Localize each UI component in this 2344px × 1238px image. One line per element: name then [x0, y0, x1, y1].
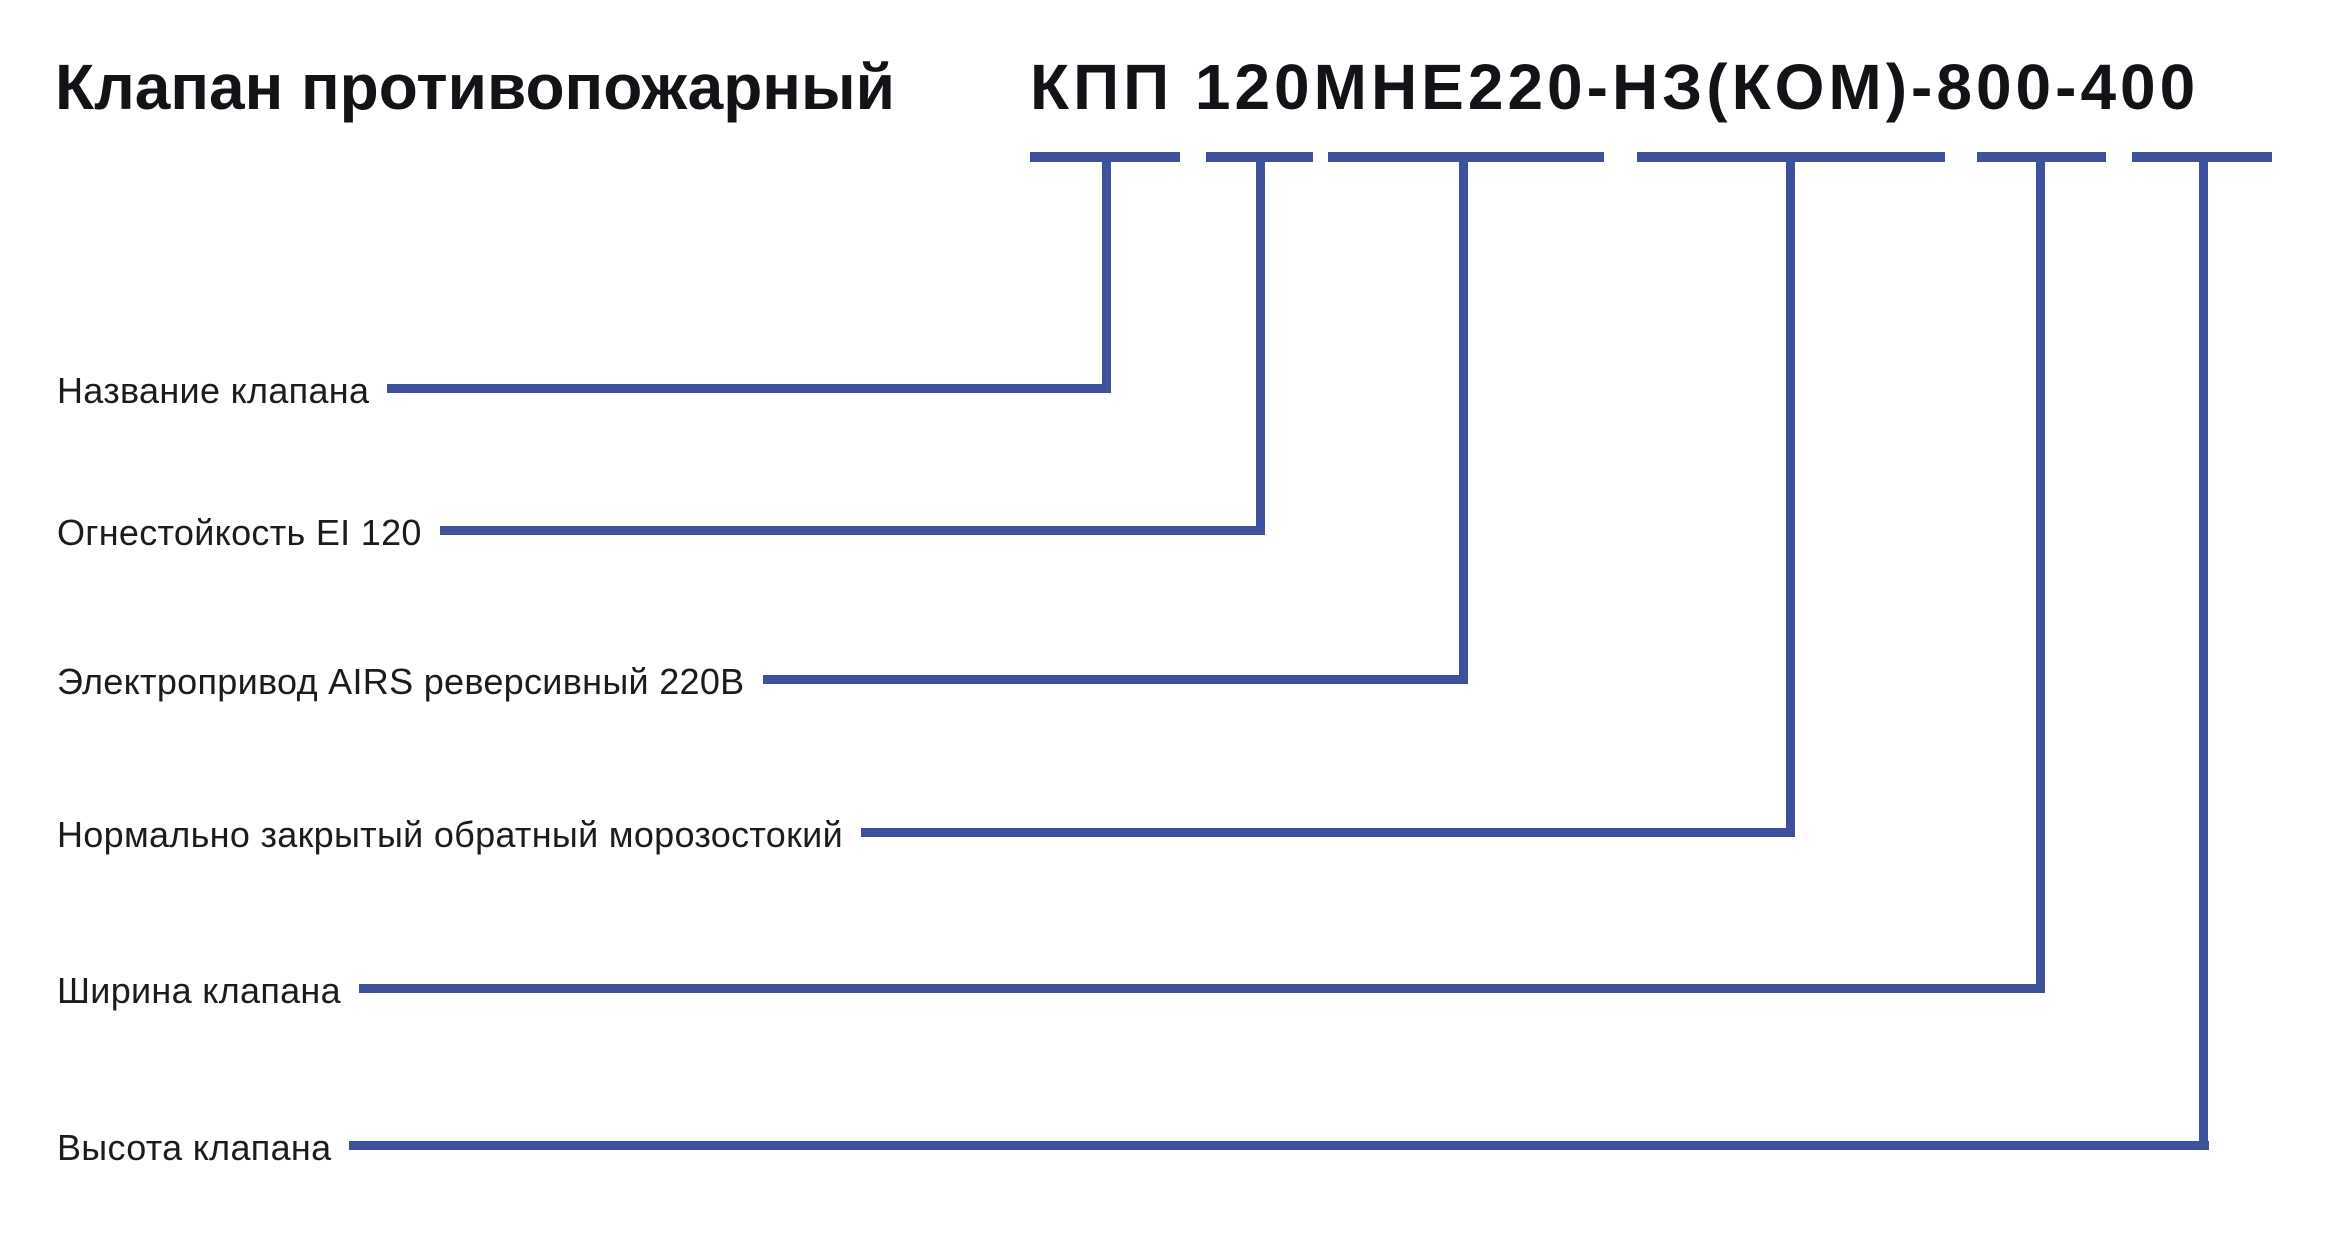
- product-name: Клапан противопожарный: [55, 51, 895, 123]
- leader-line: [762, 674, 1468, 684]
- bracket-bar-nz-kom: [1637, 152, 1945, 162]
- legend-label: Нормально закрытый обратный морозостокий: [57, 814, 843, 855]
- connector-vertical-nz-kom: [1786, 161, 1795, 837]
- connector-vertical-800: [2036, 161, 2045, 993]
- connector-vertical-kpp: [1102, 161, 1111, 393]
- legend-row-valve-height: Высота клапана: [57, 1119, 2209, 1171]
- leader-line: [349, 1140, 2209, 1150]
- legend-label: Огнестойкость EI 120: [57, 512, 422, 553]
- bracket-bar-kpp: [1030, 152, 1180, 162]
- page-title: Клапан противопожарный КПП 120МНЕ220-НЗ(…: [55, 55, 2344, 145]
- legend-label: Электропривод AIRS реверсивный 220В: [57, 661, 745, 702]
- leader-line: [860, 827, 1795, 837]
- connector-vertical-400: [2199, 161, 2208, 1150]
- leader-line: [358, 983, 2045, 993]
- legend-label: Ширина клапана: [57, 970, 341, 1011]
- leader-line: [387, 383, 1111, 393]
- connector-vertical-mne220: [1459, 161, 1468, 684]
- product-code: КПП 120МНЕ220-НЗ(КОМ)-800-400: [1030, 51, 2200, 123]
- legend-row-normally-closed: Нормально закрытый обратный морозостокий: [57, 806, 1795, 858]
- legend-row-fire-resistance: Огнестойкость EI 120: [57, 504, 1265, 556]
- legend-row-valve-width: Ширина клапана: [57, 962, 2045, 1014]
- bracket-bar-mne220: [1328, 152, 1604, 162]
- bracket-bar-400: [2132, 152, 2272, 162]
- leader-line: [439, 525, 1265, 535]
- bracket-bar-120: [1206, 152, 1313, 162]
- legend-row-actuator: Электропривод AIRS реверсивный 220В: [57, 653, 1468, 705]
- legend-label: Название клапана: [57, 370, 370, 411]
- legend-row-valve-name: Название клапана: [57, 362, 1111, 414]
- legend-label: Высота клапана: [57, 1127, 332, 1168]
- connector-vertical-120: [1256, 161, 1265, 535]
- bracket-bar-800: [1977, 152, 2106, 162]
